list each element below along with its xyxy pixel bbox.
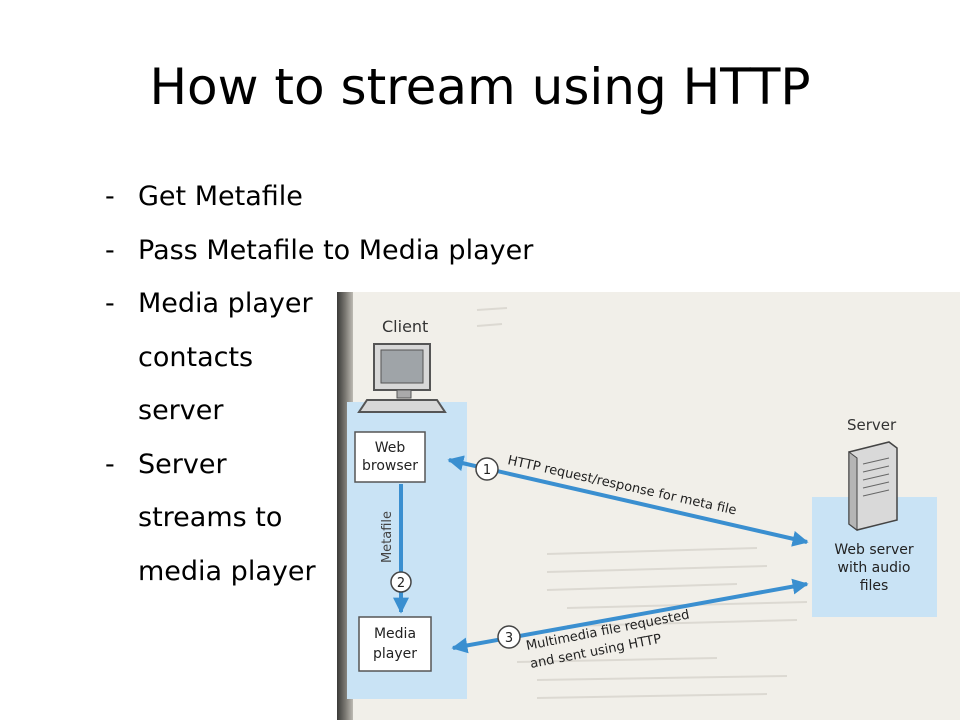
bullet-dash: - — [105, 181, 115, 212]
bullet-text: Server — [138, 448, 227, 480]
web-server-label: with audio — [838, 560, 911, 576]
bullet-dash: - — [105, 448, 115, 480]
bullet-dash: - — [105, 288, 115, 319]
step-1-arrow — [447, 455, 809, 547]
bullet-list: -Get Metafile -Pass Metafile to Media pl… — [105, 175, 533, 603]
bullet-item: contacts — [105, 336, 533, 390]
step-1-number: 1 — [483, 463, 491, 478]
bullet-item: media player — [105, 550, 533, 604]
bullet-item: streams to — [105, 496, 533, 550]
web-browser-label: Web — [375, 440, 406, 456]
server-tower-icon — [848, 441, 898, 531]
bullet-item: -Media player — [105, 282, 533, 336]
bullet-item: server — [105, 389, 533, 443]
step-3-marker — [497, 625, 521, 649]
server-label: Server — [847, 416, 897, 434]
bullet-item: -Pass Metafile to Media player — [105, 229, 533, 283]
bullet-item: -Get Metafile — [105, 175, 533, 229]
bullet-text: contacts — [138, 341, 254, 373]
client-label: Client — [382, 317, 428, 336]
computer-icon — [357, 343, 447, 413]
web-browser-label: browser — [362, 458, 418, 474]
step-3-number: 3 — [505, 631, 513, 646]
bullet-item: -Server — [105, 443, 533, 497]
media-player-label: player — [373, 646, 417, 662]
bullet-text: Media player — [138, 288, 313, 319]
bullet-text: media player — [138, 555, 316, 587]
bullet-text: server — [138, 395, 224, 426]
bullet-dash: - — [105, 234, 115, 266]
media-player-box — [358, 616, 432, 672]
metafile-label: Metafile — [380, 511, 395, 563]
step-1-marker — [475, 457, 499, 481]
web-server-label: files — [860, 578, 889, 594]
bullet-text: Get Metafile — [138, 181, 303, 212]
web-browser-box — [354, 431, 426, 483]
slide-title: How to stream using HTTP — [149, 58, 811, 116]
step-2-marker — [390, 571, 412, 593]
media-player-label: Media — [374, 626, 416, 642]
web-server-label: Web server — [834, 542, 914, 558]
step-2-number: 2 — [397, 576, 405, 591]
bullet-text: streams to — [138, 502, 283, 533]
streaming-diagram-photo: Client Web browser Media player Metafile… — [337, 292, 960, 720]
bullet-text: Pass Metafile to Media player — [138, 234, 534, 266]
